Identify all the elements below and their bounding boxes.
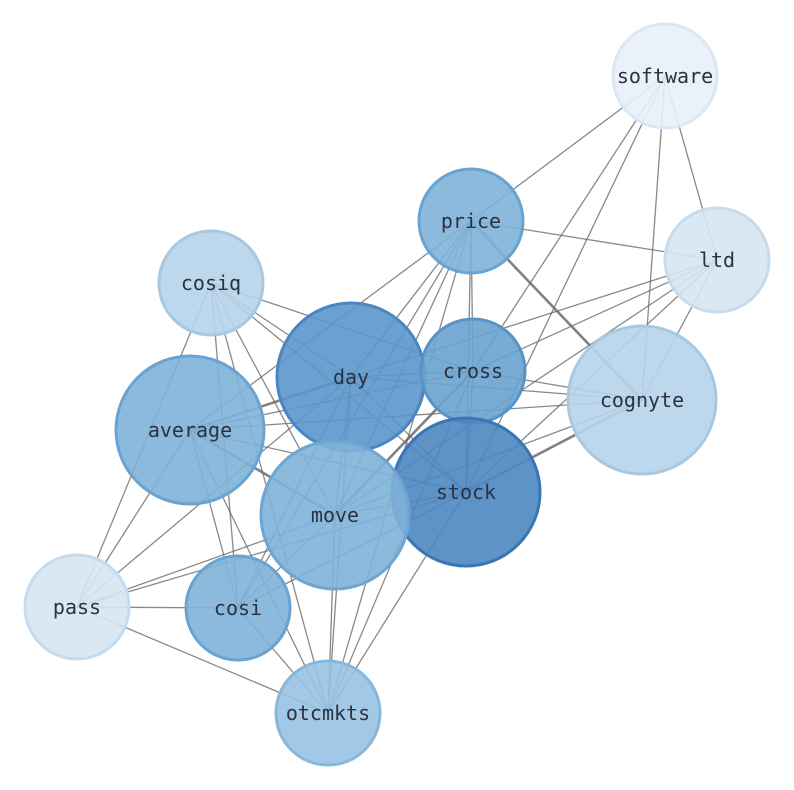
- node-move: move: [259, 439, 411, 591]
- node-otcmkts: otcmkts: [274, 659, 382, 767]
- node-circle-cosiq: [157, 229, 265, 337]
- node-circle-average: [114, 354, 266, 506]
- node-software: software: [611, 22, 719, 130]
- node-label-software: software: [617, 64, 713, 88]
- node-label-ltd: ltd: [699, 248, 735, 272]
- node-label-pass: pass: [53, 595, 101, 619]
- node-label-cross: cross: [443, 359, 503, 383]
- node-circle-cosi: [184, 554, 292, 662]
- node-label-stock: stock: [436, 480, 496, 504]
- node-circle-cognyte: [566, 324, 718, 476]
- node-label-cosiq: cosiq: [181, 271, 241, 295]
- node-label-day: day: [333, 365, 369, 389]
- node-circle-ltd: [663, 206, 771, 314]
- node-layer: software price ltd cosiq day cross cognyte aver…: [23, 22, 771, 767]
- node-pass: pass: [23, 553, 131, 661]
- node-label-average: average: [148, 418, 232, 442]
- node-average: average: [114, 354, 266, 506]
- node-circle-otcmkts: [274, 659, 382, 767]
- node-label-price: price: [441, 209, 501, 233]
- node-label-cosi: cosi: [214, 596, 262, 620]
- node-ltd: ltd: [663, 206, 771, 314]
- node-cognyte: cognyte: [566, 324, 718, 476]
- node-day: day: [275, 301, 427, 453]
- node-circle-price: [417, 167, 525, 275]
- node-label-move: move: [311, 503, 359, 527]
- edge-software-stock: [465, 75, 666, 493]
- edge-software-cross: [472, 75, 666, 372]
- node-label-otcmkts: otcmkts: [286, 701, 370, 725]
- node-stock: stock: [390, 416, 542, 568]
- node-circle-pass: [23, 553, 131, 661]
- node-circle-software: [611, 22, 719, 130]
- node-cosiq: cosiq: [157, 229, 265, 337]
- node-cross: cross: [419, 317, 527, 425]
- node-cosi: cosi: [184, 554, 292, 662]
- node-price: price: [417, 167, 525, 275]
- node-label-cognyte: cognyte: [600, 388, 684, 412]
- node-circle-move: [259, 439, 411, 591]
